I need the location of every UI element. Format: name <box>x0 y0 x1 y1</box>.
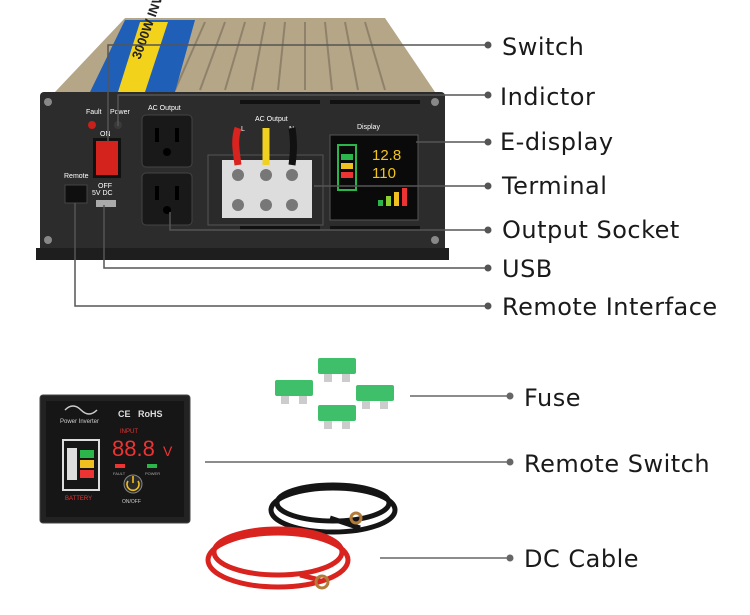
svg-text:RoHS: RoHS <box>138 409 163 419</box>
svg-text:ON/OFF: ON/OFF <box>122 499 141 505</box>
callout-output-socket: Output Socket <box>502 216 680 244</box>
callout-fuse: Fuse <box>524 384 581 412</box>
ac-socket-top <box>141 114 193 168</box>
usb-label: 5V DC <box>92 190 113 197</box>
svg-text:OFF: OFF <box>98 183 112 190</box>
svg-text:ON: ON <box>100 131 111 138</box>
callout-dc-cable: DC Cable <box>524 545 639 573</box>
fault-led <box>88 121 96 129</box>
remote-voltage: 88.8 <box>112 436 155 461</box>
callout-switch: Switch <box>502 33 585 61</box>
display-voltage-bottom: 110 <box>372 165 396 182</box>
svg-text:V: V <box>163 443 173 459</box>
callout-indicator: Indictor <box>500 83 596 111</box>
display-voltage-top: 12.8 <box>372 147 401 164</box>
callout-remote-switch: Remote Switch <box>524 450 711 478</box>
display-label: Display <box>357 124 380 131</box>
callout-terminal: Terminal <box>502 172 608 200</box>
callout-e-display: E-display <box>500 128 614 156</box>
leader-lines-bottom <box>205 395 510 559</box>
ac-output-label: AC Output <box>148 105 181 112</box>
dc-cables <box>205 482 398 590</box>
svg-text:INPUT: INPUT <box>120 429 138 435</box>
svg-text:BATTERY: BATTERY <box>65 496 92 502</box>
svg-text:FAULT: FAULT <box>113 471 126 476</box>
remote-switch-panel: Power Inverter CE RoHS INPUT 88.8 V FAUL… <box>39 394 191 524</box>
svg-text:CE: CE <box>118 409 131 419</box>
power-label: Power <box>110 109 131 116</box>
leader-lines-top <box>74 44 488 307</box>
ac-socket-bottom <box>141 172 193 226</box>
inverter: 3000W INVERTER Fault Power ON OFF AC Out… <box>36 0 449 260</box>
remote-port <box>64 184 88 204</box>
svg-text:L: L <box>241 126 245 133</box>
callout-usb: USB <box>502 255 553 283</box>
remote-brand: Power Inverter <box>60 419 99 425</box>
usb-port <box>96 200 116 207</box>
ac-terminal-label: AC Output <box>255 116 288 123</box>
fault-label: Fault <box>86 109 102 116</box>
svg-text:POWER: POWER <box>145 471 160 476</box>
callout-remote-interface: Remote Interface <box>502 293 718 321</box>
fuses <box>275 358 394 429</box>
remote-label: Remote <box>64 173 89 180</box>
display-bars <box>378 188 407 206</box>
